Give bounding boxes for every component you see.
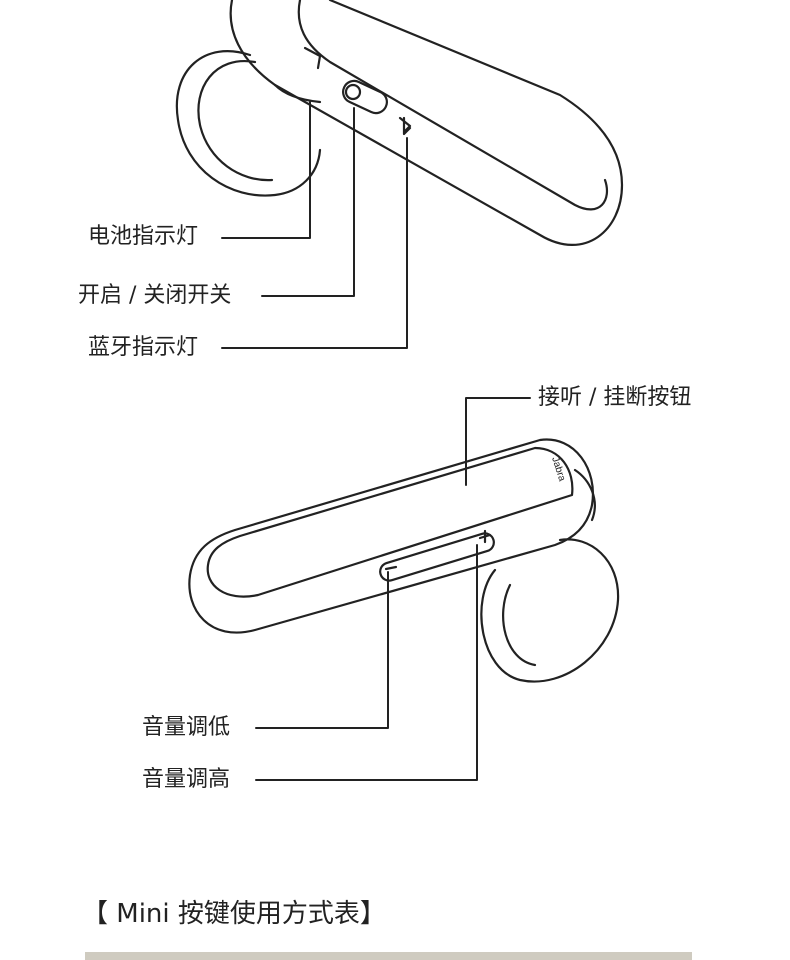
top-leader-lines (221, 101, 408, 349)
top-body (229, 0, 624, 246)
bottom-body (188, 438, 595, 634)
table-header-bar (85, 952, 692, 960)
bottom-leader-lines (255, 397, 531, 781)
bluetooth-icon (398, 116, 412, 136)
top-earbud (175, 50, 322, 197)
label-answer-button: 接听 / 挂断按钮 (538, 385, 692, 410)
top-headset-illustration (175, 0, 624, 246)
label-power-switch: 开启 / 关闭开关 (78, 283, 232, 308)
label-volume-up: 音量调高 (142, 767, 231, 792)
section-title: 【 Mini 按键使用方式表】 (82, 899, 386, 929)
bottom-earbud (480, 538, 620, 683)
brand-logo-text: Jabra (549, 456, 567, 484)
battery-indicator-icon (303, 46, 322, 70)
bottom-headset-illustration (188, 438, 620, 683)
volume-rocker (379, 532, 495, 582)
minus-icon (384, 565, 398, 571)
power-switch-icon (342, 79, 388, 115)
label-battery-indicator: 电池指示灯 (88, 224, 199, 249)
label-volume-down: 音量调低 (142, 715, 231, 740)
label-bluetooth-indicator: 蓝牙指示灯 (88, 335, 199, 360)
